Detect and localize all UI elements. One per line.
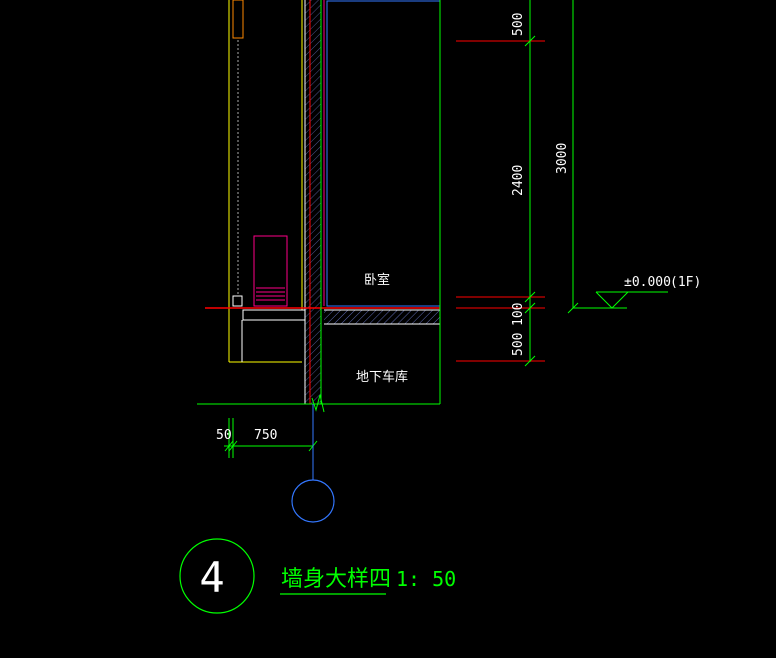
exterior-wall bbox=[228, 0, 303, 363]
dim-750: 750 bbox=[254, 428, 277, 443]
floor-slab bbox=[205, 307, 440, 325]
bottom-dimension bbox=[224, 404, 318, 480]
dim-50: 50 bbox=[216, 428, 232, 443]
break-line bbox=[311, 394, 325, 413]
room-label-garage: 地下车库 bbox=[356, 369, 408, 385]
detail-title: 墙身大样四 bbox=[281, 567, 391, 592]
level-floor: (1F) bbox=[670, 275, 701, 290]
detail-scale: 1: 50 bbox=[396, 567, 456, 591]
room-label-bedroom: 卧室 bbox=[364, 272, 390, 288]
room-outlines bbox=[197, 0, 441, 405]
detail-number-circle bbox=[179, 538, 255, 614]
dim-500-top: 500 bbox=[511, 13, 526, 36]
level-mark bbox=[573, 291, 668, 309]
dim-100: 100 bbox=[511, 303, 526, 326]
dim-3000: 3000 bbox=[555, 143, 570, 174]
dim-500-bottom: 500 bbox=[511, 333, 526, 356]
dim-2400: 2400 bbox=[511, 165, 526, 196]
level-elevation: ±0.000 bbox=[624, 275, 671, 290]
grid-axis-bubble bbox=[291, 479, 335, 523]
detail-number: 4 bbox=[199, 553, 224, 602]
window-frame bbox=[253, 235, 288, 307]
